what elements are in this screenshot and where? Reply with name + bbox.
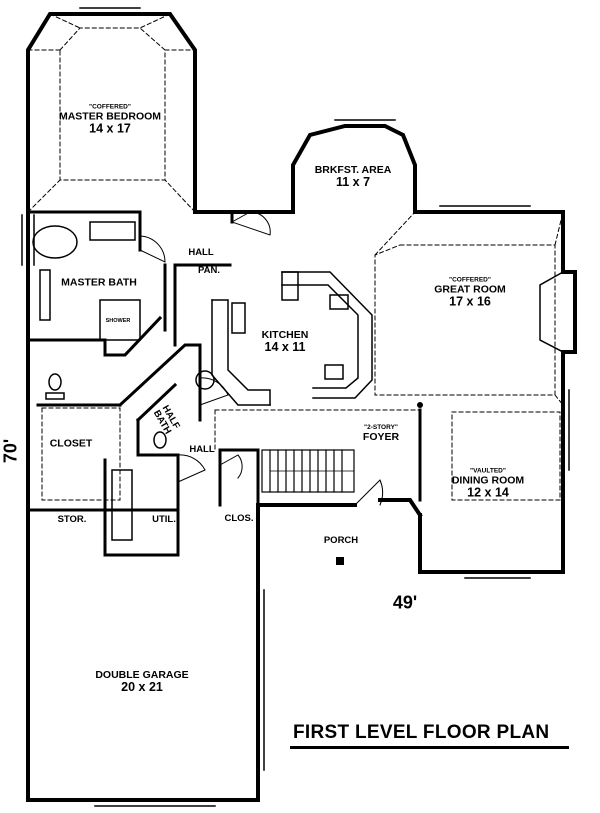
porch-post [336,557,344,565]
exterior-walls [26,12,577,802]
master-bath-label: MASTER BATH [61,276,137,289]
garage-name: DOUBLE GARAGE [95,668,189,681]
great-room-name: GREAT ROOM [434,283,506,296]
utility-label: UTIL. [152,514,176,526]
dining-room-tag: "VAULTED" [470,467,506,475]
master-bedroom-name: MASTER BEDROOM [58,110,162,123]
great-room-tag: "COFFERED" [449,276,491,284]
master-bedroom-label: "COFFERED" MASTER BEDROOM 14 x 17 [58,103,162,136]
foyer-label: "2-STORY" FOYER [362,424,400,443]
shower-label: SHOWER [105,318,131,325]
brkfst-label: BRKFST. AREA 11 x 7 [314,163,392,189]
kitchen-label: KITCHEN 14 x 11 [261,328,309,354]
brkfst-name: BRKFST. AREA [314,163,392,176]
hall-upper-label: HALL [188,247,214,259]
fireplace [539,270,565,354]
garage-label: DOUBLE GARAGE 20 x 21 [95,668,189,694]
stairs [261,449,355,493]
pantry-label: PAN. [198,265,220,277]
porch-label: PORCH [323,535,359,547]
foyer-tag: "2-STORY" [364,424,398,432]
coat-closet-label: CLOS. [224,513,254,525]
interior-walls [26,210,422,557]
closet-label: CLOSET [49,437,93,450]
ceiling-lines [27,13,564,501]
title-underline [290,746,569,749]
dining-room-name: DINING ROOM [451,474,525,487]
kitchen-size: 14 x 11 [264,339,306,354]
depth-dimension: 70' [0,438,21,464]
great-room-size: 17 x 16 [449,294,491,309]
master-bedroom-tag: "COFFERED" [89,103,131,111]
windows [21,7,570,807]
doors [139,211,384,506]
foyer-name: FOYER [362,430,400,443]
plan-title: FIRST LEVEL FLOOR PLAN [293,722,550,743]
dining-room-label: "VAULTED" DINING ROOM 12 x 14 [451,467,525,500]
width-dimension: 49' [392,592,418,613]
kitchen-cabinets [211,271,373,406]
kitchen-name: KITCHEN [261,328,309,341]
garage-size: 20 x 21 [121,679,163,694]
dining-room-size: 12 x 14 [467,485,509,500]
bath-fixtures [32,221,215,541]
master-bedroom-size: 14 x 17 [89,121,131,136]
brkfst-size: 11 x 7 [335,174,371,189]
great-room-label: "COFFERED" GREAT ROOM 17 x 16 [434,276,506,309]
storage-label: STOR. [57,514,87,526]
column [417,402,423,408]
hall-lower-label: HALL [189,444,215,456]
